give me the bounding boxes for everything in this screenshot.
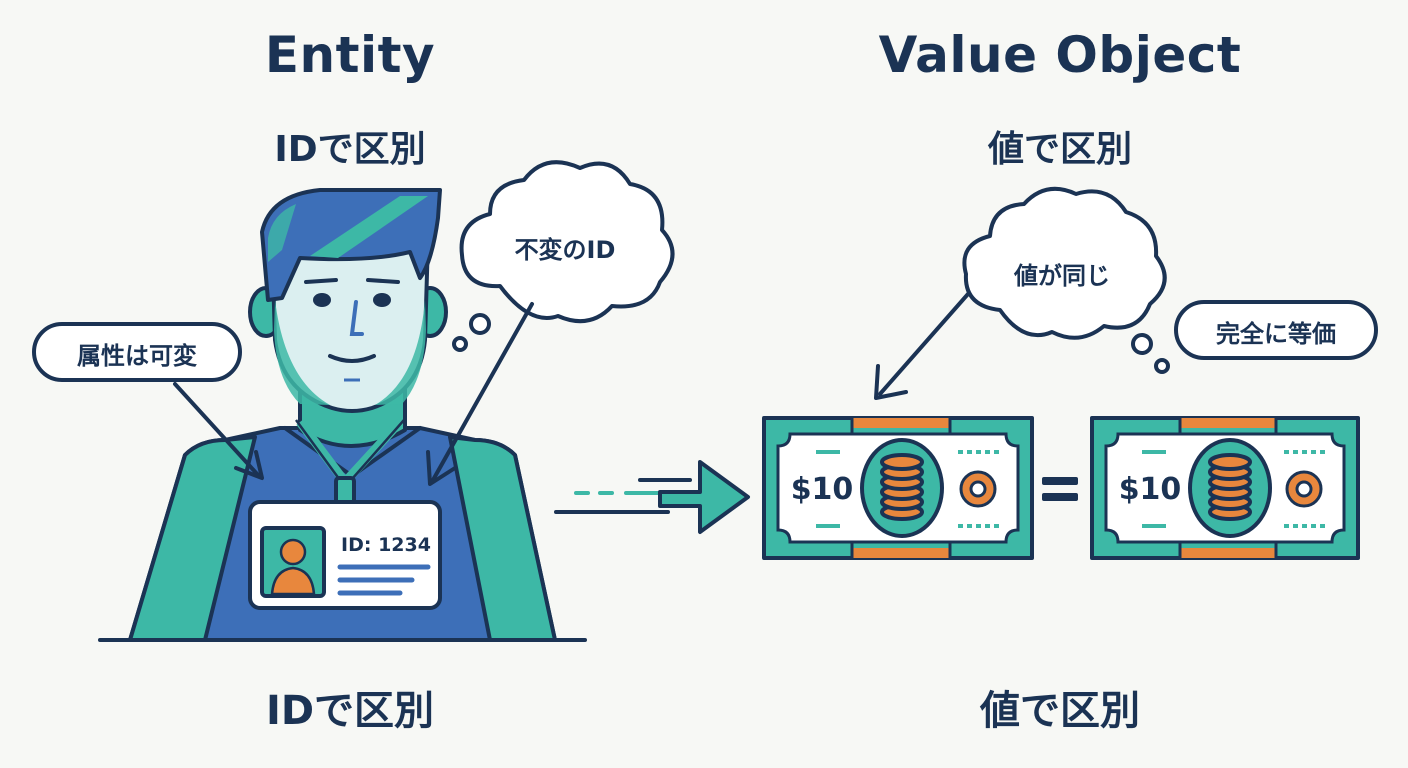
transition-arrow [554, 460, 750, 534]
thought-dot-1 [469, 313, 491, 335]
person-mouth [328, 354, 376, 363]
bill-right-bottom-stripe [1180, 548, 1276, 558]
value-object-subtitle-top: 値で区別 [987, 129, 1132, 170]
bill-right-coin-stack [1208, 453, 1252, 521]
value-object-subtitle-bottom: 値で区別 [980, 688, 1140, 734]
value-thought-dot-2 [1154, 358, 1170, 374]
entity-subtitle-top: IDで区別 [274, 129, 426, 170]
attribute-arrow [173, 382, 260, 477]
equals-sign-text: = [1042, 468, 1078, 469]
attribute-arrowhead [234, 450, 264, 480]
bill-left-seal-inner [969, 480, 987, 498]
bill-left-bottom-stripe [852, 548, 950, 558]
shirt-left-panel [128, 435, 257, 642]
person-right-brow [366, 278, 400, 284]
arrow-head-shape [658, 460, 750, 534]
id-arrowhead [426, 450, 457, 486]
value-cloud-shape [962, 186, 1167, 340]
face-shading [274, 300, 330, 405]
hair-highlight [310, 196, 428, 258]
attribute-callout-text: 属性は可変 [77, 342, 197, 370]
face-shading-right [375, 300, 426, 405]
bill-right [1090, 416, 1360, 560]
person-left-eye [313, 293, 331, 307]
badge-photo-body [270, 566, 316, 596]
person-nose [349, 300, 364, 336]
badge-photo-head [279, 538, 307, 566]
id-arrow [431, 302, 534, 482]
equals-sign-shape [1042, 477, 1078, 501]
person-left-brow [304, 278, 338, 284]
value-pointer-arrow [878, 292, 970, 396]
entity-person-illustration [98, 188, 587, 642]
equality-callout-text: 完全に等価 [1216, 320, 1336, 348]
bill-right-amount: $10 [1118, 472, 1182, 507]
entity-thought-text: 不変のID [514, 236, 616, 264]
bill-right-seal-inner [1295, 480, 1313, 498]
value-thought-cloud [962, 186, 1170, 374]
bill-left [762, 416, 1034, 560]
value-object-title: Value Object [878, 26, 1242, 84]
hair-highlight-2 [268, 204, 296, 262]
entity-title: Entity [264, 26, 436, 84]
bill-left-top-stripe [852, 418, 950, 428]
bill-left-coin-stack [880, 453, 924, 521]
value-pointer-arrowhead [874, 364, 908, 400]
bill-left-amount: $10 [790, 472, 854, 507]
value-thought-text: 値が同じ [1014, 262, 1110, 290]
entity-thought-cloud [452, 160, 675, 352]
entity-subtitle-bottom: IDで区別 [265, 688, 435, 734]
bill-right-top-stripe [1180, 418, 1276, 428]
badge-id-text: ID: 1234 [341, 534, 431, 556]
entity-pointer-arrows [173, 302, 534, 486]
cloud-shape [459, 160, 675, 324]
person-right-eye [373, 293, 391, 307]
attribute-callout-pill [32, 322, 242, 382]
thought-dot-2 [452, 336, 468, 352]
value-thought-dot-1 [1131, 333, 1153, 355]
equality-callout-pill [1174, 300, 1378, 360]
